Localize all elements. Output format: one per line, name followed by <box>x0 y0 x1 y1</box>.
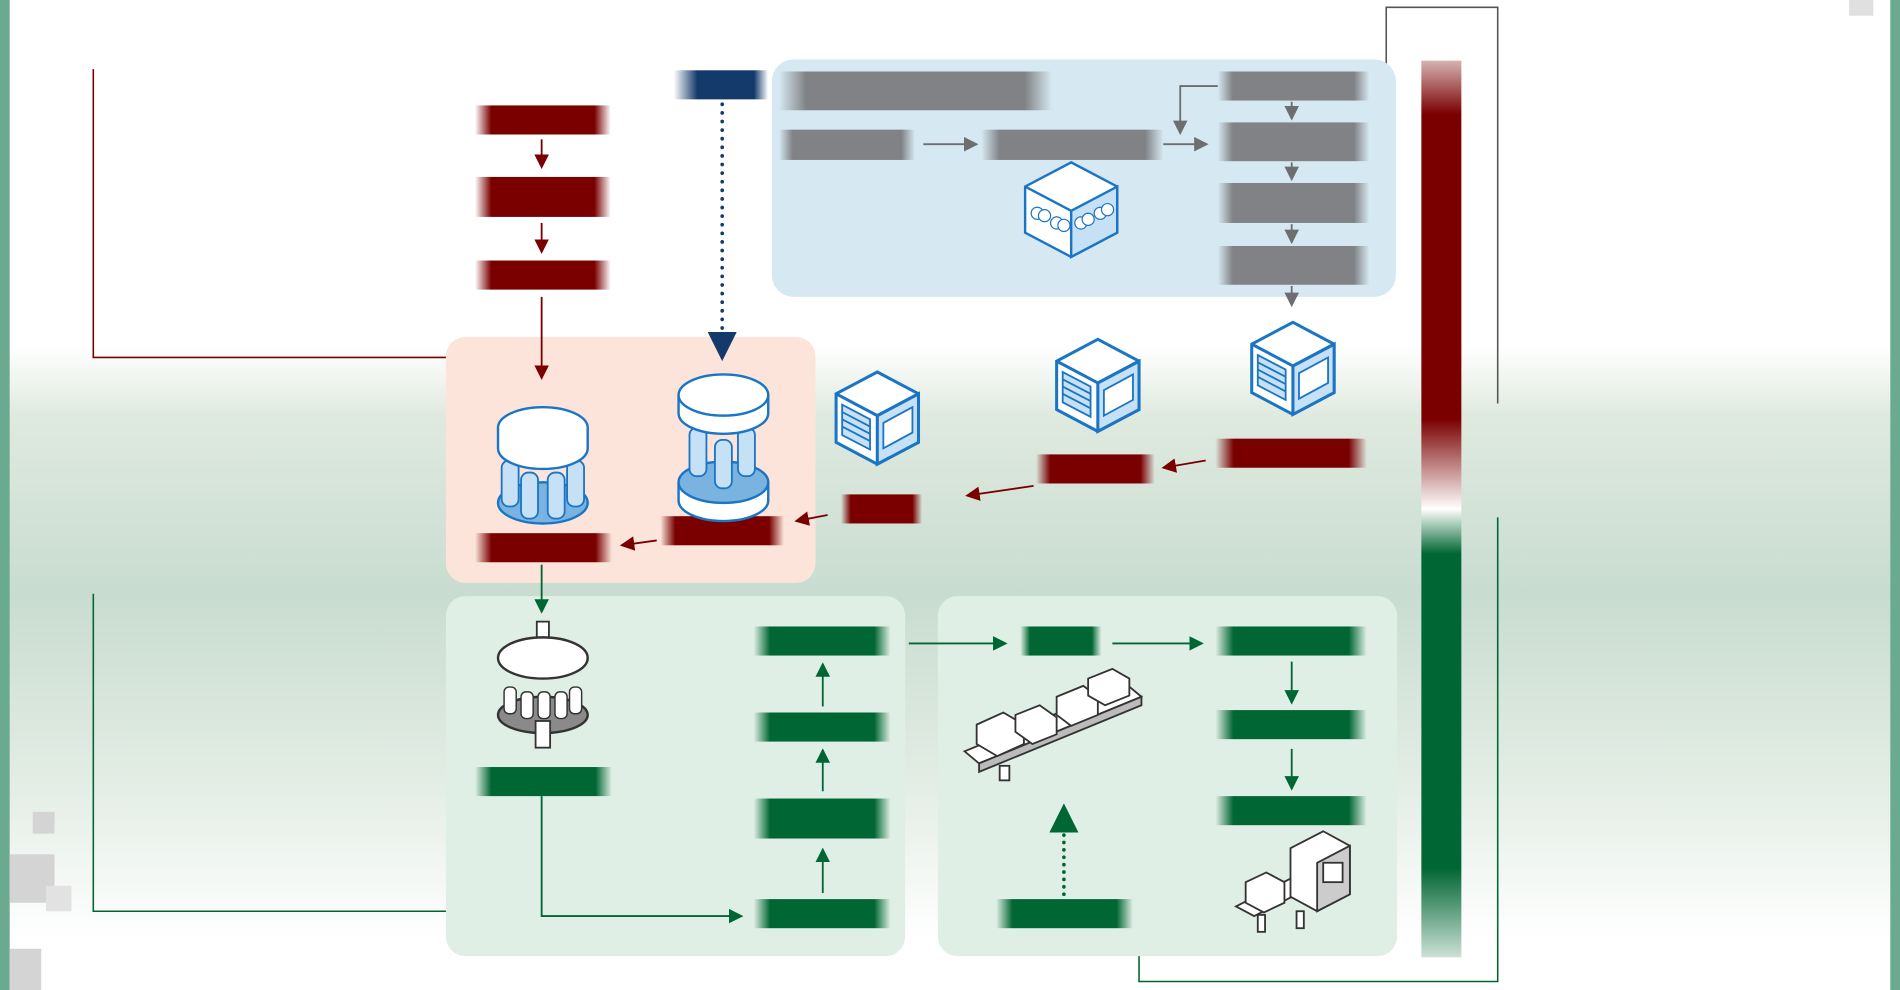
corner-square <box>1849 0 1874 16</box>
green-labels <box>475 626 1367 929</box>
analysis-panel <box>445 596 906 957</box>
green-arrows <box>534 564 1299 924</box>
packaging-panel <box>937 596 1398 957</box>
conveyor-icon <box>962 667 1144 782</box>
decorative-squares <box>9 811 72 990</box>
analysis-carousel-icon <box>496 620 589 749</box>
reactor-carousel-icon <box>496 405 589 525</box>
red-labels <box>475 105 1367 563</box>
phase-gradient-bar <box>1421 60 1462 958</box>
warehouse-icon <box>1234 830 1351 933</box>
server-cabinet-icon <box>1055 337 1141 433</box>
navy-label <box>673 70 769 100</box>
red-arrows <box>534 139 1206 551</box>
cylinder-rack-icon <box>1023 161 1119 259</box>
sample-carousel-icon <box>677 373 770 523</box>
left-frame-strip <box>0 0 10 990</box>
server-cabinet-icon <box>1250 320 1336 416</box>
right-frame-strip <box>1890 0 1900 990</box>
gray-arrows <box>923 85 1299 308</box>
server-cabinet-icon <box>834 370 921 466</box>
gray-labels <box>779 71 1370 285</box>
